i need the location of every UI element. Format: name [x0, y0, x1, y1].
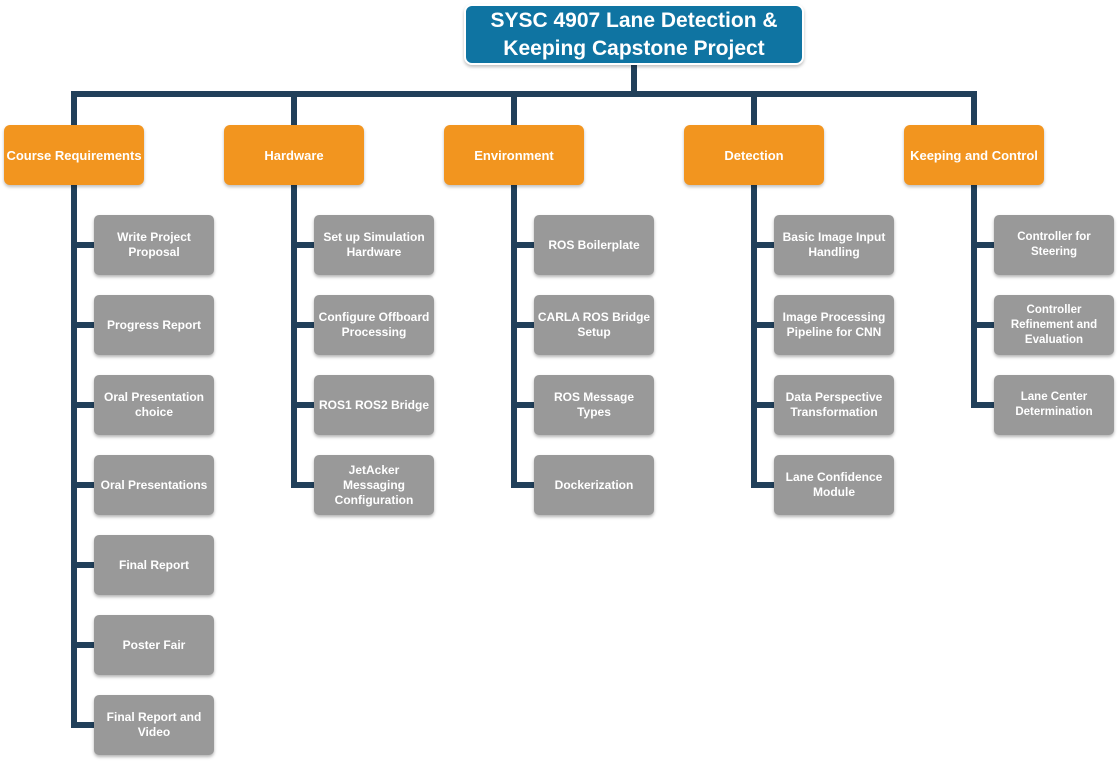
task-node: Lane Confidence Module: [774, 455, 894, 515]
task-node: Lane Center Determination: [994, 375, 1114, 435]
root-node-title: SYSC 4907 Lane Detection & Keeping Capst…: [464, 4, 804, 65]
task-node: ROS Boilerplate: [534, 215, 654, 275]
task-node: Set up Simulation Hardware: [314, 215, 434, 275]
task-node: CARLA ROS Bridge Setup: [534, 295, 654, 355]
task-node: Progress Report: [94, 295, 214, 355]
task-node: Dockerization: [534, 455, 654, 515]
task-spine-line: [291, 182, 317, 488]
task-node: ROS Message Types: [534, 375, 654, 435]
category-course-requirements: Course Requirements: [4, 125, 144, 185]
task-node: Basic Image Input Handling: [774, 215, 894, 275]
task-spine-line: [751, 182, 777, 488]
task-node: Image Processing Pipeline for CNN: [774, 295, 894, 355]
task-node: Final Report: [94, 535, 214, 595]
task-node: Final Report and Video: [94, 695, 214, 755]
task-node: JetAcker Messaging Configuration: [314, 455, 434, 515]
category-environment: Environment: [444, 125, 584, 185]
task-node: Oral Presentation choice: [94, 375, 214, 435]
task-spine-line: [511, 182, 537, 488]
task-node: ROS1 ROS2 Bridge: [314, 375, 434, 435]
task-node: Controller Refinement and Evaluation: [994, 295, 1114, 355]
task-node: Write Project Proposal: [94, 215, 214, 275]
task-spine-line: [971, 182, 997, 408]
task-node: Poster Fair: [94, 615, 214, 675]
task-node: Controller for Steering: [994, 215, 1114, 275]
category-detection: Detection: [684, 125, 824, 185]
task-node: Data Perspective Transformation: [774, 375, 894, 435]
category-keeping-and-control: Keeping and Control: [904, 125, 1044, 185]
task-spine-line: [71, 182, 97, 728]
category-hardware: Hardware: [224, 125, 364, 185]
task-node: Oral Presentations: [94, 455, 214, 515]
task-node: Configure Offboard Processing: [314, 295, 434, 355]
